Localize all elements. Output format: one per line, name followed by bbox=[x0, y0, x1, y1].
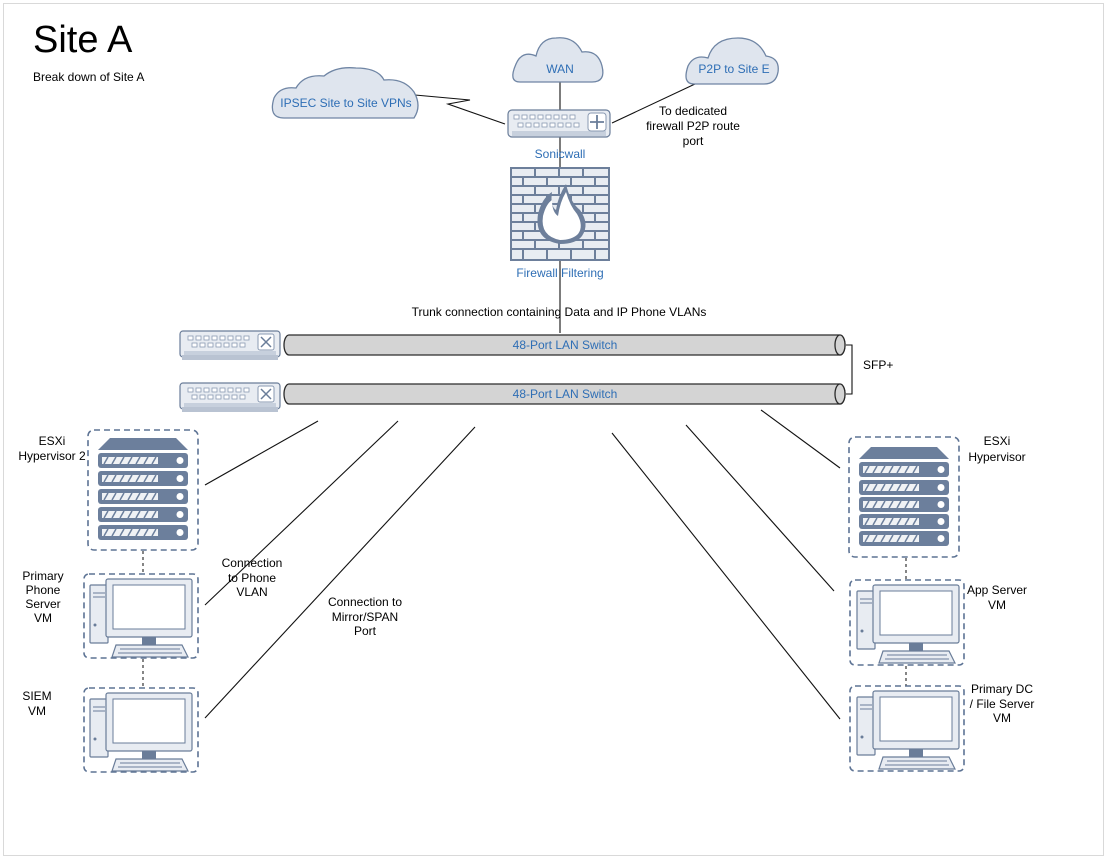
vm-dashed-box bbox=[83, 687, 199, 773]
link-phone-vm bbox=[204, 420, 399, 606]
vpn-lightning-link bbox=[403, 93, 506, 125]
phone-vm-label-line: Server bbox=[25, 597, 60, 611]
cloud-p2p[interactable]: P2P to Site E bbox=[685, 37, 779, 85]
annotation-mirror: Connection to Mirror/SPAN Port bbox=[328, 595, 402, 638]
canvas-frame bbox=[3, 3, 1104, 856]
p2p-link bbox=[611, 83, 696, 124]
dc-vm-label-line: VM bbox=[993, 711, 1011, 725]
siem-vm[interactable]: SIEM VM bbox=[22, 687, 199, 773]
vm-dashed-box bbox=[83, 573, 199, 659]
sonicwall-label: Sonicwall bbox=[535, 147, 586, 161]
cloud-icon bbox=[685, 37, 779, 85]
sfp-label: SFP+ bbox=[863, 358, 893, 372]
switch-top[interactable]: 48-Port LAN Switch bbox=[179, 330, 846, 360]
connection-lines bbox=[204, 82, 853, 720]
trunk-label: Trunk connection containing Data and IP … bbox=[412, 305, 707, 319]
annotation-line: Connection bbox=[222, 556, 283, 570]
sonicwall-device[interactable]: Sonicwall bbox=[507, 109, 611, 161]
phone-vm-label-line: Phone bbox=[26, 583, 61, 597]
p2p-note-line: To dedicated bbox=[659, 104, 727, 118]
link-dc-vm bbox=[611, 432, 841, 720]
dc-vm-label-line: / File Server bbox=[970, 697, 1035, 711]
switch-icon bbox=[179, 382, 281, 410]
p2p-note-line: firewall P2P route bbox=[646, 119, 740, 133]
link-hypervisor bbox=[760, 409, 841, 469]
siem-vm-label-line: SIEM bbox=[22, 689, 51, 703]
hypervisor-label-line: Hypervisor bbox=[968, 450, 1025, 464]
phone-vm-label-line: Primary bbox=[22, 569, 63, 583]
annotation-phone-vlan: Connection to Phone VLAN bbox=[222, 556, 283, 599]
link-siem-vm bbox=[204, 426, 476, 719]
p2p-note: To dedicated firewall P2P route port bbox=[646, 104, 740, 148]
hypervisor-dashed-box bbox=[87, 429, 199, 551]
switch-top-label: 48-Port LAN Switch bbox=[513, 338, 618, 352]
cloud-ipsec[interactable]: IPSEC Site to Site VPNs bbox=[271, 67, 419, 119]
cloud-wan-label: WAN bbox=[546, 62, 574, 76]
siem-vm-label-line: VM bbox=[28, 704, 46, 718]
switch-icon bbox=[179, 330, 281, 358]
annotation-line: Mirror/SPAN bbox=[332, 610, 398, 624]
dc-vm-label-line: Primary DC bbox=[971, 682, 1033, 696]
phone-vm-label-line: VM bbox=[34, 611, 52, 625]
hypervisor-label-line: ESXi bbox=[984, 434, 1011, 448]
computer-icon bbox=[856, 584, 960, 664]
cloud-icon bbox=[271, 67, 419, 119]
annotation-line: Connection to bbox=[328, 595, 402, 609]
page-title: Site A bbox=[33, 19, 133, 61]
firewall-icon bbox=[510, 167, 610, 261]
server-icon bbox=[858, 447, 950, 547]
sfp-link bbox=[846, 344, 853, 395]
esxi-hypervisor-2[interactable]: ESXi Hypervisor 2 bbox=[18, 429, 199, 551]
vm-dashed-box bbox=[849, 685, 965, 772]
vm-dashed-box bbox=[849, 579, 965, 666]
cloud-wan[interactable]: WAN bbox=[512, 37, 604, 83]
server-icon bbox=[97, 438, 189, 541]
app-vm-label-line: VM bbox=[988, 598, 1006, 612]
cloud-ipsec-label: IPSEC Site to Site VPNs bbox=[280, 96, 411, 110]
hypervisor-dashed-box bbox=[848, 436, 960, 558]
link-hypervisor2 bbox=[204, 420, 319, 486]
computer-icon bbox=[856, 690, 960, 770]
esxi-hypervisor[interactable]: ESXi Hypervisor bbox=[848, 434, 1026, 558]
computer-icon bbox=[89, 692, 193, 772]
link-app-vm bbox=[685, 424, 835, 592]
hypervisor-2-label-line: Hypervisor 2 bbox=[18, 449, 86, 463]
annotation-line: VLAN bbox=[236, 585, 267, 599]
firewall-filtering-label: Firewall Filtering bbox=[516, 266, 603, 280]
cloud-p2p-label: P2P to Site E bbox=[698, 62, 769, 76]
annotation-line: Port bbox=[354, 624, 377, 638]
switch-bottom[interactable]: 48-Port LAN Switch bbox=[179, 382, 846, 412]
switch-bottom-label: 48-Port LAN Switch bbox=[513, 387, 618, 401]
annotation-line: to Phone bbox=[228, 571, 276, 585]
dc-file-server-vm[interactable]: Primary DC / File Server VM bbox=[849, 682, 1035, 772]
p2p-note-line: port bbox=[683, 134, 704, 148]
hypervisor-2-label-line: ESXi bbox=[39, 434, 66, 448]
app-server-vm[interactable]: App Server VM bbox=[849, 579, 1027, 666]
cloud-icon bbox=[512, 37, 604, 83]
app-vm-label-line: App Server bbox=[967, 583, 1027, 597]
firewall-filtering[interactable]: Firewall Filtering bbox=[510, 167, 610, 280]
phone-server-vm[interactable]: Primary Phone Server VM bbox=[22, 569, 199, 659]
page-subtitle: Break down of Site A bbox=[33, 70, 144, 84]
computer-icon bbox=[89, 578, 193, 658]
